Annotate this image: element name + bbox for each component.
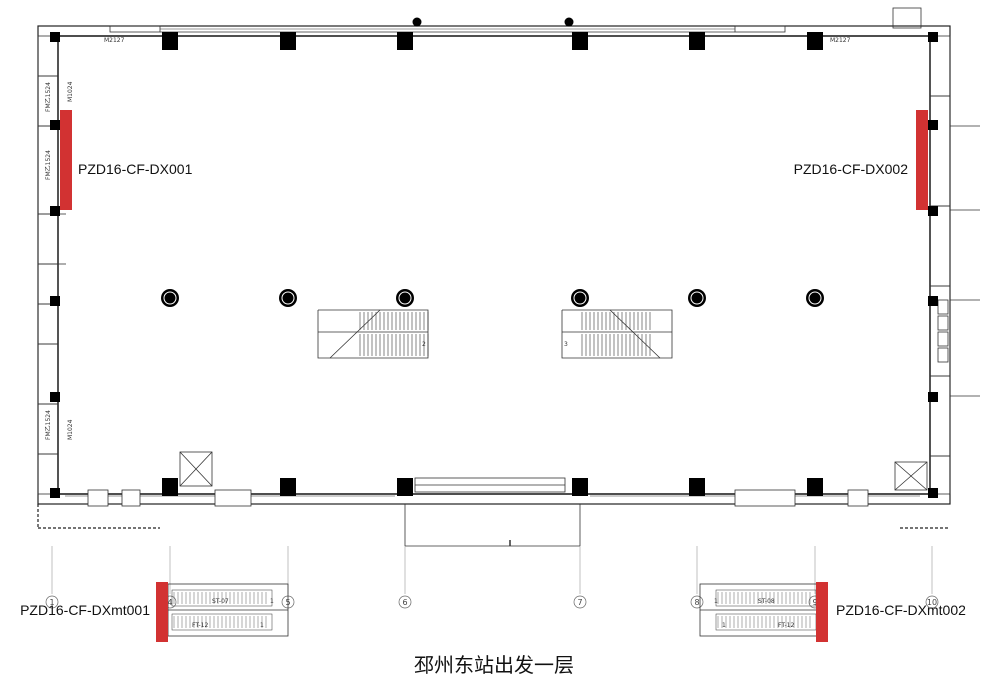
square-column bbox=[928, 32, 938, 42]
room-tag-m2127-left: M2127 bbox=[104, 37, 125, 44]
escalator-label-left-bottom: FT-12 bbox=[192, 622, 208, 629]
square-column bbox=[162, 478, 178, 496]
square-column bbox=[807, 478, 823, 496]
stair-right bbox=[561, 309, 673, 359]
round-column-ring bbox=[398, 291, 412, 305]
entrance-canopy bbox=[404, 504, 581, 547]
round-column-ring bbox=[573, 291, 587, 305]
round-columns bbox=[161, 17, 824, 307]
room-tag-fm-b: FM乙1524 bbox=[45, 150, 52, 180]
label-dx002: PZD16-CF-DX002 bbox=[794, 161, 909, 177]
outer-walls bbox=[37, 25, 951, 529]
marker-dx001 bbox=[60, 110, 72, 210]
elevators bbox=[179, 451, 928, 491]
escalator-number-right-bottom: 1 bbox=[722, 622, 726, 629]
stair-left bbox=[317, 309, 429, 359]
stair-number-left: 2 bbox=[422, 341, 426, 348]
round-column bbox=[564, 17, 574, 27]
top-wall-details bbox=[65, 25, 920, 497]
elevator-right bbox=[894, 461, 928, 491]
square-column bbox=[50, 32, 60, 42]
label-dxmt001: PZD16-CF-DXmt001 bbox=[20, 602, 150, 618]
axis-bubble bbox=[925, 595, 939, 609]
axis-number: 1 bbox=[49, 598, 54, 607]
square-column bbox=[689, 478, 705, 496]
round-column bbox=[412, 17, 422, 27]
square-column bbox=[572, 32, 588, 50]
axis-number: 6 bbox=[402, 598, 407, 607]
axis-number: 9 bbox=[812, 598, 817, 607]
round-column-ring bbox=[281, 291, 295, 305]
bottom-wall-details bbox=[87, 477, 869, 507]
escalator-number-left-top: 1 bbox=[270, 598, 274, 605]
room-tag-m1024-b: M1024 bbox=[67, 419, 74, 440]
axis-number: 4 bbox=[167, 598, 172, 607]
room-tag-m2127-right: M2127 bbox=[830, 37, 851, 44]
escalator-number-right-top: 1 bbox=[714, 598, 718, 605]
escalator-label-left-top: ST-07 bbox=[212, 598, 229, 605]
square-column bbox=[928, 296, 938, 306]
square-column bbox=[928, 392, 938, 402]
stair-number-right: 3 bbox=[564, 341, 568, 348]
square-column bbox=[689, 32, 705, 50]
square-column bbox=[928, 488, 938, 498]
highlight-markers bbox=[60, 110, 928, 642]
marker-dx002 bbox=[916, 110, 928, 210]
round-column-ring bbox=[808, 291, 822, 305]
room-tag-fm-a: FM乙1524 bbox=[45, 82, 52, 112]
square-column bbox=[397, 478, 413, 496]
square-column bbox=[50, 206, 60, 216]
escalator-label-right-top: ST-08 bbox=[758, 598, 775, 605]
left-service-rooms bbox=[37, 35, 66, 495]
plan-title: 邳州东站出发一层 bbox=[414, 653, 574, 677]
marker-dxmt001 bbox=[156, 582, 168, 642]
axis-bubble bbox=[45, 595, 59, 609]
square-column bbox=[280, 478, 296, 496]
elevator-left bbox=[179, 451, 213, 487]
round-column-ring bbox=[163, 291, 177, 305]
escalator-label-right-bottom: FT-12 bbox=[778, 622, 794, 629]
escalator-left bbox=[167, 583, 289, 637]
square-column bbox=[162, 32, 178, 50]
axis-bubble bbox=[573, 595, 587, 609]
square-column bbox=[807, 32, 823, 50]
escalator-number-left-bottom: 1 bbox=[260, 622, 264, 629]
square-column bbox=[50, 120, 60, 130]
square-column bbox=[928, 206, 938, 216]
room-tag-m1024-a: M1024 bbox=[67, 81, 74, 102]
square-column bbox=[397, 32, 413, 50]
axis-number: 10 bbox=[927, 598, 937, 607]
round-column-ring bbox=[690, 291, 704, 305]
axis-number: 7 bbox=[577, 598, 582, 607]
square-column bbox=[50, 488, 60, 498]
marker-dxmt002 bbox=[816, 582, 828, 642]
escalator-right bbox=[699, 583, 821, 637]
right-service-rooms bbox=[892, 7, 980, 495]
axis-bubble bbox=[398, 595, 412, 609]
label-dx001: PZD16-CF-DX001 bbox=[78, 161, 193, 177]
label-dxmt002: PZD16-CF-DXmt002 bbox=[836, 602, 966, 618]
square-column bbox=[572, 478, 588, 496]
square-column bbox=[50, 392, 60, 402]
square-column bbox=[50, 296, 60, 306]
room-tag-fm-c: FM乙1524 bbox=[45, 410, 52, 440]
square-column bbox=[928, 120, 938, 130]
square-column bbox=[280, 32, 296, 50]
square-columns bbox=[50, 32, 938, 498]
axis-number: 8 bbox=[694, 598, 699, 607]
